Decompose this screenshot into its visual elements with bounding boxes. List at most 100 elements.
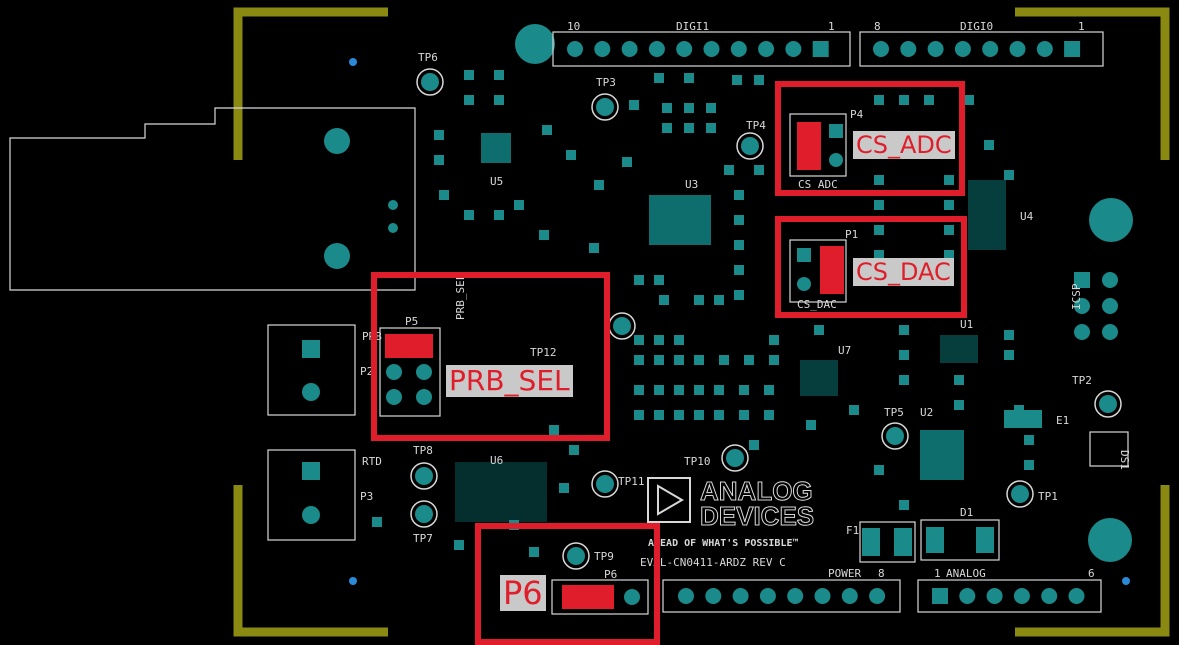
test-point-pad xyxy=(726,449,744,467)
silk-f1: F1 xyxy=(846,524,859,537)
passive-pad xyxy=(629,100,639,110)
silk-u4: U4 xyxy=(1020,210,1034,223)
diode-d1-pad xyxy=(976,527,994,553)
silk-ds1: DS1 xyxy=(1118,450,1131,470)
header-pin-square xyxy=(812,41,829,57)
passive-pad xyxy=(769,355,779,365)
passive-pad xyxy=(634,335,644,345)
analog-num-left: 1 xyxy=(934,567,941,580)
passive-pad xyxy=(539,230,549,240)
passive-pad xyxy=(874,200,884,210)
test-point-pad xyxy=(886,427,904,445)
header-pin xyxy=(732,588,749,604)
switch-p5-pin xyxy=(416,364,432,380)
header-pin xyxy=(1036,41,1053,57)
silk-u2: U2 xyxy=(920,406,933,419)
terminal-p3-outline xyxy=(267,449,356,541)
header-pin xyxy=(982,41,999,57)
usb-mount-pad xyxy=(324,128,350,154)
passive-pad xyxy=(654,73,664,83)
icsp-pin-square xyxy=(1074,272,1090,288)
passive-pad xyxy=(944,200,954,210)
passive-pad xyxy=(874,175,884,185)
jumper-cs-adc[interactable] xyxy=(797,122,821,170)
passive-pad xyxy=(542,125,552,135)
passive-pad xyxy=(684,103,694,113)
header-pin xyxy=(1013,588,1030,604)
jumper-p6[interactable] xyxy=(562,585,614,609)
terminal-p2-outline xyxy=(267,324,356,416)
test-point-ring xyxy=(881,422,909,450)
silk-tp8: TP8 xyxy=(413,444,433,457)
header-power-pins xyxy=(678,588,886,604)
icsp-pin xyxy=(1102,298,1118,314)
logo-tagline: AHEAD OF WHAT'S POSSIBLE™ xyxy=(648,538,799,549)
passive-pad xyxy=(569,445,579,455)
passive-pad xyxy=(734,215,744,225)
passive-pad xyxy=(1004,330,1014,340)
header-pin xyxy=(841,588,858,604)
passive-pad xyxy=(634,385,644,395)
silk-prb-sel: PRB_SEL xyxy=(454,273,467,320)
header-pin xyxy=(759,588,776,604)
silk-tp2: TP2 xyxy=(1072,374,1092,387)
highlight-p6 xyxy=(475,523,660,645)
passive-pad xyxy=(806,420,816,430)
jumper-prb-sel[interactable] xyxy=(385,334,433,358)
passive-components xyxy=(372,70,1034,557)
silk-cs-adc: CS_ADC xyxy=(798,178,838,191)
analog-label: ANALOG xyxy=(946,567,986,580)
passive-pad xyxy=(874,95,884,105)
passive-pad xyxy=(594,180,604,190)
digi0-num-right: 1 xyxy=(1078,20,1085,33)
passive-pad xyxy=(1004,170,1014,180)
header-pin xyxy=(959,588,976,604)
test-point-ring xyxy=(410,462,438,490)
test-point-ring xyxy=(736,132,764,160)
passive-pad xyxy=(944,225,954,235)
passive-pad xyxy=(769,335,779,345)
switch-p1-outline xyxy=(789,239,847,303)
silk-u6: U6 xyxy=(490,454,503,467)
switch-p5-pin xyxy=(416,389,432,405)
passive-pad xyxy=(734,265,744,275)
icsp-pin xyxy=(1102,324,1118,340)
label-prb-sel: PRB_SEL xyxy=(446,365,573,397)
header-digi0-outline xyxy=(859,31,1104,67)
board-corner-top-left xyxy=(233,7,388,160)
passive-pad xyxy=(874,250,884,260)
test-point-pad xyxy=(1011,485,1029,503)
passive-pad xyxy=(684,123,694,133)
passive-pad xyxy=(566,150,576,160)
highlight-prb-sel xyxy=(371,272,610,441)
passive-pad xyxy=(514,200,524,210)
passive-pad xyxy=(494,210,504,220)
mounting-hole xyxy=(515,24,555,64)
silk-tp3: TP3 xyxy=(596,76,616,89)
header-digi1-outline xyxy=(552,31,851,67)
via-blue xyxy=(349,577,357,585)
silk-tp5: TP5 xyxy=(884,406,904,419)
analog-num-right: 6 xyxy=(1088,567,1095,580)
led-ds1-outline xyxy=(1089,431,1129,467)
test-point-ring xyxy=(591,93,619,121)
passive-pad xyxy=(1024,460,1034,470)
silk-p6: P6 xyxy=(604,568,617,581)
header-pin xyxy=(785,41,802,57)
header-pin xyxy=(954,41,971,57)
silk-d1: D1 xyxy=(960,506,973,519)
header-analog-pins xyxy=(932,588,1085,604)
passive-pad xyxy=(694,295,704,305)
test-point-pad xyxy=(1099,395,1117,413)
ic-u4 xyxy=(968,180,1006,250)
usb-pin xyxy=(388,200,398,210)
passive-pad xyxy=(674,335,684,345)
via-blue xyxy=(349,58,357,66)
passive-pad xyxy=(654,355,664,365)
passive-pad xyxy=(899,325,909,335)
silk-tp9: TP9 xyxy=(594,550,614,563)
passive-pad xyxy=(549,425,559,435)
passive-pad xyxy=(634,410,644,420)
jumper-cs-dac[interactable] xyxy=(820,246,844,294)
test-point-ring xyxy=(591,470,619,498)
